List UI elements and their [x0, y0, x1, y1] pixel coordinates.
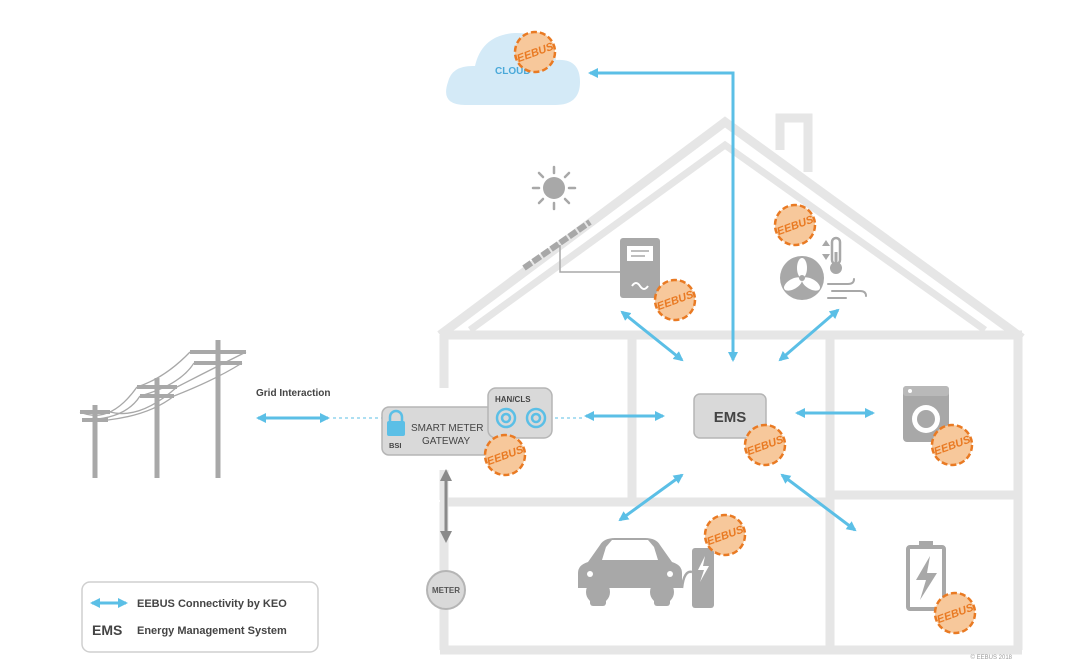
eebus-badge-gateway: EEBUS	[483, 433, 527, 477]
airflow-icon	[827, 278, 867, 299]
battery-icon	[906, 541, 946, 611]
cloud: CLOUD	[446, 32, 580, 106]
roof-outer	[437, 116, 1025, 342]
thermometer-icon	[822, 236, 842, 274]
eebus-badge-inverter: EEBUS	[653, 278, 697, 322]
smart-meter-gateway: BSI SMART METER GATEWAY HAN/CLS	[381, 387, 553, 456]
meter: METER	[426, 570, 466, 610]
legend-connectivity: EEBUS Connectivity by KEO	[137, 598, 287, 610]
eebus-badge-washer: EEBUS	[930, 423, 974, 467]
ems-label: EMS	[714, 409, 747, 426]
inverter-ems-arrow	[620, 310, 684, 362]
eebus-badge-car: EEBUS	[703, 513, 747, 557]
meter-label: METER	[432, 586, 460, 595]
interface-icon	[495, 407, 547, 429]
charging-station-icon	[680, 548, 714, 608]
eebus-badge-ems: EEBUS	[743, 423, 787, 467]
roof-inner	[467, 140, 988, 333]
ems-box: EMS	[693, 393, 767, 439]
chimney	[775, 113, 813, 172]
heat-pump-icon	[780, 256, 824, 300]
lock-icon	[387, 409, 405, 436]
gateway-line2: GATEWAY	[422, 436, 470, 447]
cloud-label: CLOUD	[495, 66, 531, 77]
ems-car-arrow	[618, 473, 684, 522]
eebus-badge-cloud: EEBUS	[513, 30, 557, 74]
eebus-badge-battery: EEBUS	[933, 591, 977, 635]
washing-machine-icon	[903, 386, 949, 442]
connectivity-arrows	[584, 68, 875, 532]
copyright: © EEBUS 2018	[971, 654, 1013, 661]
han-cls-label: HAN/CLS	[495, 395, 531, 404]
heatpump-ems-arrow	[778, 308, 840, 362]
grid-interaction-label: Grid Interaction	[256, 388, 330, 399]
eebus-badge-heatpump: EEBUS	[773, 203, 817, 247]
inverter-icon	[620, 238, 660, 298]
ems-battery-arrow	[780, 473, 857, 532]
cloud-ems-arrow	[588, 68, 738, 362]
bsi-label: BSI	[389, 441, 402, 450]
electric-car-icon	[578, 538, 682, 606]
sun-icon	[531, 165, 577, 211]
eebus-badges: EEBUS EEBUS EEBUS EEBUS EEBUS EEBUS EEBU…	[483, 30, 977, 635]
legend-ems-abbr: EMS	[92, 622, 122, 638]
gateway-line1: SMART METER	[411, 423, 483, 434]
power-pole-icon	[79, 340, 247, 478]
han-cls-box	[487, 387, 553, 439]
legend: EEBUS Connectivity by KEO EMS Energy Man…	[81, 581, 319, 653]
legend-ems-full: Energy Management System	[137, 625, 287, 637]
